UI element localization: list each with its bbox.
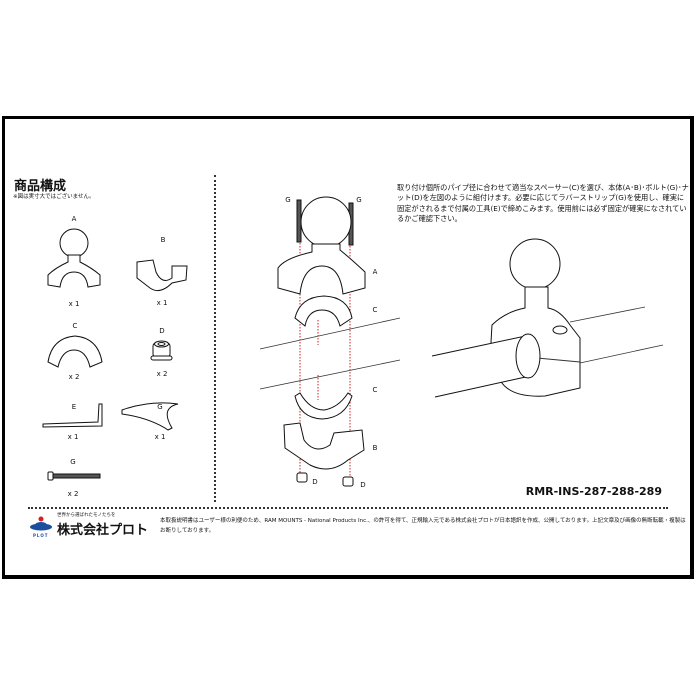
diagram-label-b: B (372, 444, 378, 452)
assembly-instructions: 取り付け個所のパイプ径に合わせて適当なスペーサー(C)を選び、本体(A･B)･ボ… (397, 183, 689, 223)
diagram-label-d-right: D (360, 481, 366, 489)
part-g-bolt-qty: x 2 (67, 490, 79, 498)
section-title: 商品構成 (14, 179, 67, 194)
part-g-bolt-illustration (47, 471, 101, 481)
diagram-label-d-left: D (312, 478, 318, 486)
part-c-label: C (72, 322, 78, 330)
part-b-label: B (160, 236, 166, 244)
diagram-label-g-right: G (356, 196, 362, 204)
diagram-label-c-bottom: C (372, 386, 378, 394)
part-d-nut-illustration (150, 340, 173, 361)
diagram-label-g-left: G (285, 196, 291, 204)
part-d-label: D (159, 327, 165, 335)
part-a-qty: x 1 (68, 300, 80, 308)
part-e-qty: x 1 (67, 433, 79, 441)
part-d-qty: x 2 (156, 370, 168, 378)
document-frame (2, 116, 694, 579)
diagram-label-c-top: C (372, 306, 378, 314)
exploded-assembly-diagram (259, 196, 401, 487)
scale-note: ※図は実寸大ではございません。 (13, 194, 95, 200)
horizontal-divider (28, 507, 668, 509)
company-tagline: 世界から選ばれたモノたちを (57, 513, 116, 518)
part-b-qty: x 1 (156, 299, 168, 307)
part-a-ball-mount-illustration (47, 228, 101, 288)
part-c-qty: x 2 (68, 373, 80, 381)
assembled-mount-illustration (431, 238, 664, 398)
part-g-rubber-strip-illustration (121, 402, 179, 431)
part-g-bolt-label: G (70, 458, 76, 466)
company-name: 株式会社プロト (57, 523, 149, 538)
part-e-hex-wrench-illustration (42, 403, 103, 428)
part-c-spacer-illustration (47, 335, 103, 368)
vertical-divider (214, 175, 216, 502)
part-b-base-illustration (136, 259, 188, 292)
part-e-label: E (71, 403, 77, 411)
legal-notice: 本取扱説明書はユーザー様の利便のため、RAM MOUNTS - National… (160, 518, 686, 534)
part-g-strip-qty: x 1 (154, 433, 166, 441)
document-code: RMR-INS-287-288-289 (525, 485, 662, 498)
logo-text: PLOT (33, 533, 49, 538)
diagram-label-a: A (372, 268, 378, 276)
company-logo (30, 516, 52, 531)
part-g-strip-label: G (157, 403, 163, 411)
part-a-label: A (71, 215, 77, 223)
